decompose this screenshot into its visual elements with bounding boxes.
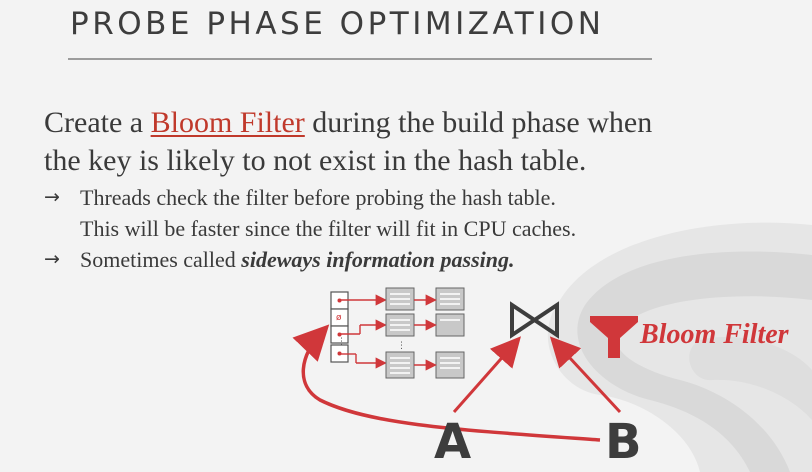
arrow-a-to-join <box>452 336 521 413</box>
arrow-bullet-icon: → <box>44 248 60 270</box>
input-b-label: B <box>605 414 642 470</box>
main-point-line-1: Create a Bloom Filter during the build p… <box>44 104 764 142</box>
sub-bullet-1-line-2: This will be faster since the filter wil… <box>80 216 577 241</box>
arrow-bullet-icon: → <box>44 186 60 208</box>
slide-title: PROBE PHASE OPTIMIZATION <box>70 6 605 42</box>
sub-bullet-1: → Threads check the filter before probin… <box>44 182 764 244</box>
sub-bullet-1-line-1: Threads check the filter before probing … <box>80 185 556 210</box>
main-point-line-2: the key is likely to not exist in the ha… <box>44 144 587 177</box>
svg-text:⋮: ⋮ <box>337 337 346 347</box>
hash-table-icon: ø ⋮ ⋮ <box>330 287 465 379</box>
sideways-pass-arrow <box>292 324 601 442</box>
input-a-label: A <box>434 414 472 470</box>
slide-body: Create a Bloom Filter during the build p… <box>44 104 764 275</box>
arrow-b-to-join <box>549 336 622 414</box>
bloom-filter-label: Bloom Filter <box>640 319 789 350</box>
sub-bullet-2: → Sometimes called sideways information … <box>44 244 764 275</box>
main-text-before: Create a <box>44 106 151 139</box>
funnel-icon <box>590 316 638 358</box>
svg-text:ø: ø <box>336 313 342 323</box>
svg-text:⋮: ⋮ <box>397 341 406 351</box>
main-text-after: during the build phase when <box>304 106 653 139</box>
sub-bullet-2-emphasis: sideways information passing. <box>241 247 515 272</box>
title-divider <box>68 58 652 60</box>
bloom-filter-link[interactable]: Bloom Filter <box>150 106 305 139</box>
join-icon <box>510 301 559 339</box>
sub-bullet-2-prefix: Sometimes called <box>80 247 242 272</box>
